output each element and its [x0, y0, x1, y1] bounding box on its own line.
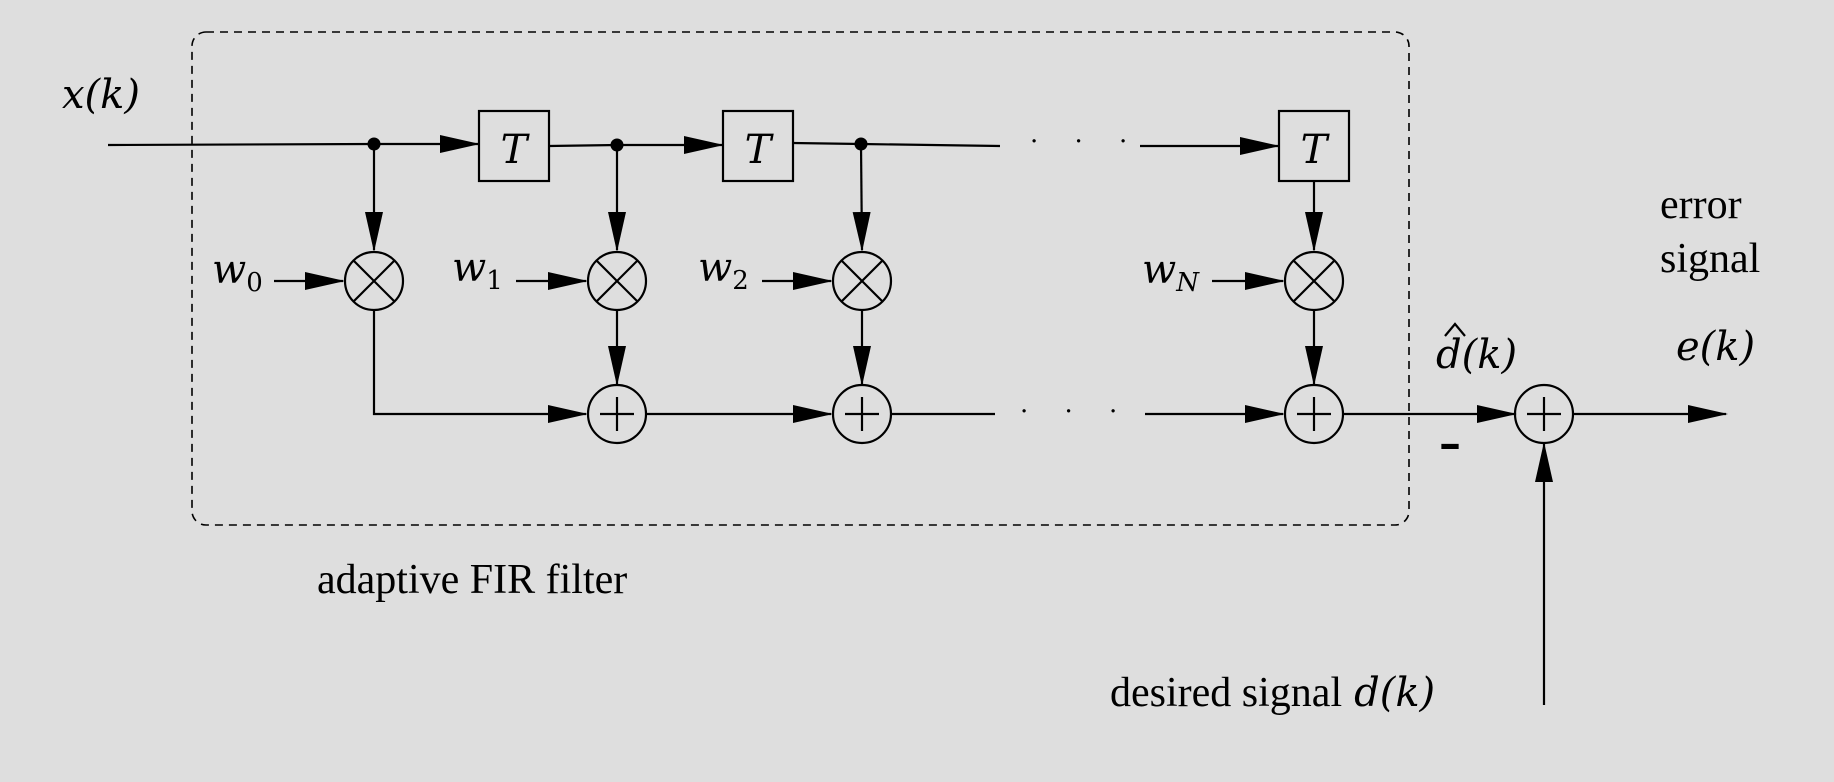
- wire-delay-2-out: [792, 141, 862, 146]
- error-caption-line2: signal: [1660, 236, 1760, 282]
- filter-boundary: [191, 31, 1410, 526]
- multiplier-1-icon: [586, 250, 648, 312]
- estimate-label: d(k): [1436, 332, 1517, 378]
- weight-label-0: w0: [212, 247, 263, 298]
- multiplier-n-icon: [1283, 250, 1345, 312]
- wire-top-continue: [860, 142, 1001, 148]
- top-ellipsis: · · ·: [1030, 127, 1141, 157]
- weight-label-1: w1: [452, 245, 503, 296]
- weight-label-n: wN: [1142, 247, 1200, 298]
- delay-label-1: T: [501, 127, 531, 173]
- tap-wire-2: [852, 143, 871, 252]
- delay-label-2: T: [745, 127, 775, 173]
- hat-accent-icon: [1444, 322, 1466, 337]
- product-wire-0: [372, 310, 588, 423]
- bottom-ellipsis: · · ·: [1020, 397, 1131, 427]
- multiplier-2-icon: [831, 250, 893, 312]
- minus-sign: –: [1439, 418, 1461, 469]
- input-wire: [107, 142, 375, 147]
- wire-delay-1-out: [548, 143, 618, 148]
- input-label: x(k): [62, 72, 140, 118]
- error-caption-line1: error: [1660, 182, 1742, 228]
- delay-label-n: T: [1301, 127, 1331, 173]
- delay-box-2: [721, 109, 795, 183]
- error-adder-icon: [1513, 383, 1575, 445]
- filter-caption: adaptive FIR filter: [317, 557, 627, 603]
- adder-n-icon: [1283, 383, 1345, 445]
- adder-2-icon: [831, 383, 893, 445]
- multiplier-0-icon: [343, 250, 405, 312]
- weight-label-2: w2: [698, 245, 749, 296]
- error-output-label: e(k): [1676, 324, 1755, 370]
- adder-1-icon: [586, 383, 648, 445]
